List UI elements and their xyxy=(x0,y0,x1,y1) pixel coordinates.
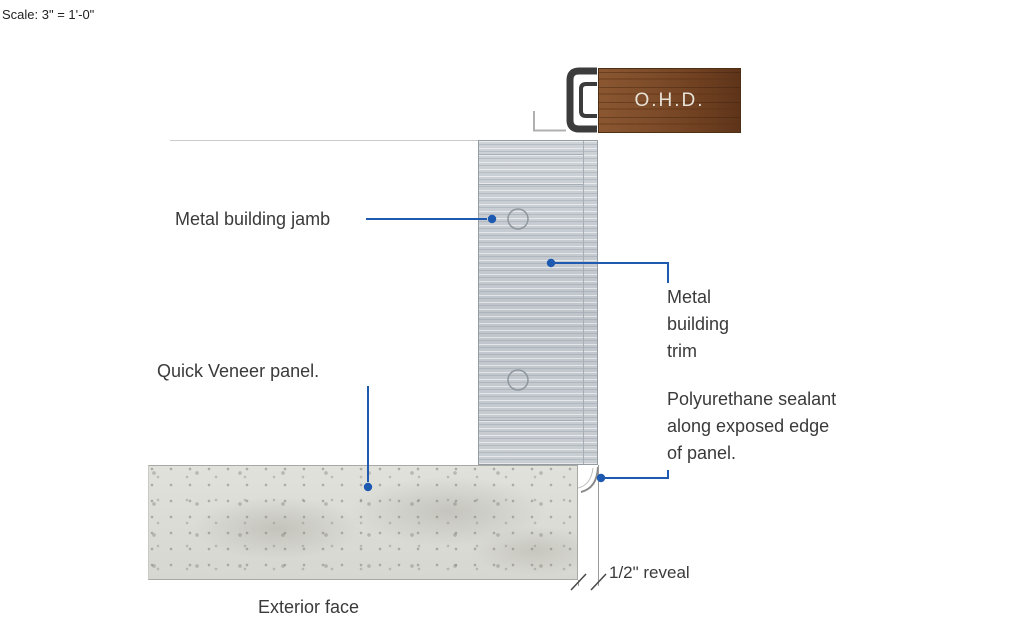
reveal-tick-right xyxy=(590,573,607,591)
leader-dot-sealant xyxy=(596,473,606,483)
sealant-bead-inner-shape xyxy=(577,467,594,489)
sealant-bead-shape xyxy=(580,466,599,493)
ohd-door-panel: O.H.D. xyxy=(598,68,741,133)
metal-jamb-shape xyxy=(478,140,598,465)
label-quick-veneer-panel: Quick Veneer panel. xyxy=(157,361,320,381)
label-half-inch-reveal: 1/2" reveal xyxy=(609,563,690,582)
scale-note: Scale: 3" = 1'-0" xyxy=(2,7,95,22)
concrete-veneer-panel-shape xyxy=(148,465,578,580)
label-polyurethane-sealant: Polyurethane sealant along exposed edge … xyxy=(667,389,837,463)
door-track-angle-shape xyxy=(533,111,566,132)
ohd-label: O.H.D. xyxy=(634,89,705,111)
label-metal-building-jamb: Metal building jamb xyxy=(175,209,331,229)
label-metal-building-trim: Metal building trim xyxy=(667,287,730,361)
leader-line-sealant xyxy=(604,470,669,479)
label-exterior-face: Exterior face xyxy=(258,597,360,617)
door-seal-retainer-shape xyxy=(566,67,597,133)
door-seal-inner-shape xyxy=(579,82,597,118)
